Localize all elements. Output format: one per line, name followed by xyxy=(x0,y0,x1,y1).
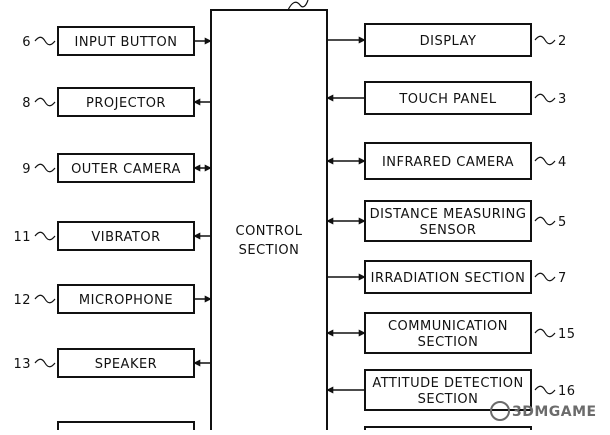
block-input-button: INPUT BUTTON 6 xyxy=(22,26,212,56)
block-projector-box xyxy=(57,87,195,117)
ref-leader-2 xyxy=(534,35,556,45)
ref-leader-8 xyxy=(34,97,56,107)
block-infrared-camera-box xyxy=(364,142,532,180)
block-distance-measuring-sensor-label-line-2: SENSOR xyxy=(420,223,477,238)
ref-numeral-15: 15 xyxy=(558,327,576,342)
watermark-text: 3DMGAME xyxy=(512,404,597,420)
block-vibrator-box xyxy=(57,221,195,251)
ref-numeral-3: 3 xyxy=(558,92,567,107)
block-touch-panel-label: TOUCH PANEL xyxy=(398,92,497,107)
ref-numeral-7: 7 xyxy=(558,271,567,286)
ref-leader-16 xyxy=(534,385,556,395)
ref-numeral-12: 12 xyxy=(13,293,31,308)
block-vibrator: VIBRATOR 11 xyxy=(13,221,211,251)
ref-leader-15 xyxy=(534,328,556,338)
block-microphone: MICROPHONE 12 xyxy=(13,284,212,314)
control-section-leader xyxy=(287,0,309,11)
control-section-line-2: SECTION xyxy=(239,243,300,258)
ref-numeral-13: 13 xyxy=(13,357,31,372)
block-outer-camera: OUTER CAMERA 9 xyxy=(22,153,212,183)
ref-numeral-8: 8 xyxy=(22,96,31,111)
ref-numeral-4: 4 xyxy=(558,155,567,170)
ref-leader-11 xyxy=(34,231,56,241)
block-outer-camera-box xyxy=(57,153,195,183)
block-touch-panel: TOUCH PANEL 3 xyxy=(326,81,567,115)
ref-leader-3 xyxy=(534,93,556,103)
ref-leader-6 xyxy=(34,36,56,46)
block-outer-camera-label: OUTER CAMERA xyxy=(71,162,181,177)
block-infrared-camera-label: INFRARED CAMERA xyxy=(382,155,514,170)
ref-numeral-6: 6 xyxy=(22,35,31,50)
control-section-box xyxy=(210,9,328,435)
ref-leader-4 xyxy=(534,156,556,166)
block-input-button-label: INPUT BUTTON xyxy=(74,35,177,50)
block-distance-measuring-sensor-box xyxy=(364,200,532,242)
ref-leader-7 xyxy=(534,272,556,282)
block-speaker: SPEAKER 13 xyxy=(13,348,211,378)
block-display-label: DISPLAY xyxy=(420,34,477,49)
ref-numeral-9: 9 xyxy=(22,162,31,177)
block-irradiation-section-box xyxy=(364,260,532,294)
ref-leader-12 xyxy=(34,294,56,304)
block-attitude-detection-section-label-line-2: SECTION xyxy=(418,392,479,407)
block-irradiation-section-label: IRRADIATION SECTION xyxy=(371,271,526,286)
ref-numeral-5: 5 xyxy=(558,215,567,230)
block-infrared-camera: INFRARED CAMERA 4 xyxy=(326,142,567,180)
block-display-box xyxy=(364,23,532,57)
block-communication-section-label-line-2: SECTION xyxy=(418,335,479,350)
ref-leader-9 xyxy=(34,163,56,173)
block-vibrator-label: VIBRATOR xyxy=(91,230,160,245)
watermark: 3DMGAME xyxy=(490,401,597,421)
block-communication-section-label-line-1: COMMUNICATION xyxy=(388,319,508,334)
block-projector: PROJECTOR 8 xyxy=(22,87,211,117)
block-projector-label: PROJECTOR xyxy=(86,96,166,111)
watermark-logo-icon xyxy=(490,401,510,421)
block-display: DISPLAY 2 xyxy=(327,23,567,57)
block-geomagnetic-box xyxy=(57,421,195,435)
ref-numeral-2: 2 xyxy=(558,34,567,49)
block-input-button-box xyxy=(57,26,195,56)
block-speaker-label: SPEAKER xyxy=(95,357,157,372)
ref-numeral-16: 16 xyxy=(558,384,576,399)
ref-leader-13 xyxy=(34,358,56,368)
ref-leader-5 xyxy=(534,216,556,226)
block-microphone-label: MICROPHONE xyxy=(79,293,173,308)
control-section-line-1: CONTROL xyxy=(236,224,303,239)
block-attitude-detection-section-label-line-1: ATTITUDE DETECTION xyxy=(372,376,523,391)
block-geomagnetic: GEOMAGNETIC xyxy=(57,421,195,435)
block-distance-measuring-sensor-label-line-1: DISTANCE MEASURING xyxy=(370,207,527,222)
ref-numeral-11: 11 xyxy=(13,230,31,245)
block-communication-section-box xyxy=(364,312,532,354)
block-irradiation-section: IRRADIATION SECTION 7 xyxy=(327,260,567,294)
